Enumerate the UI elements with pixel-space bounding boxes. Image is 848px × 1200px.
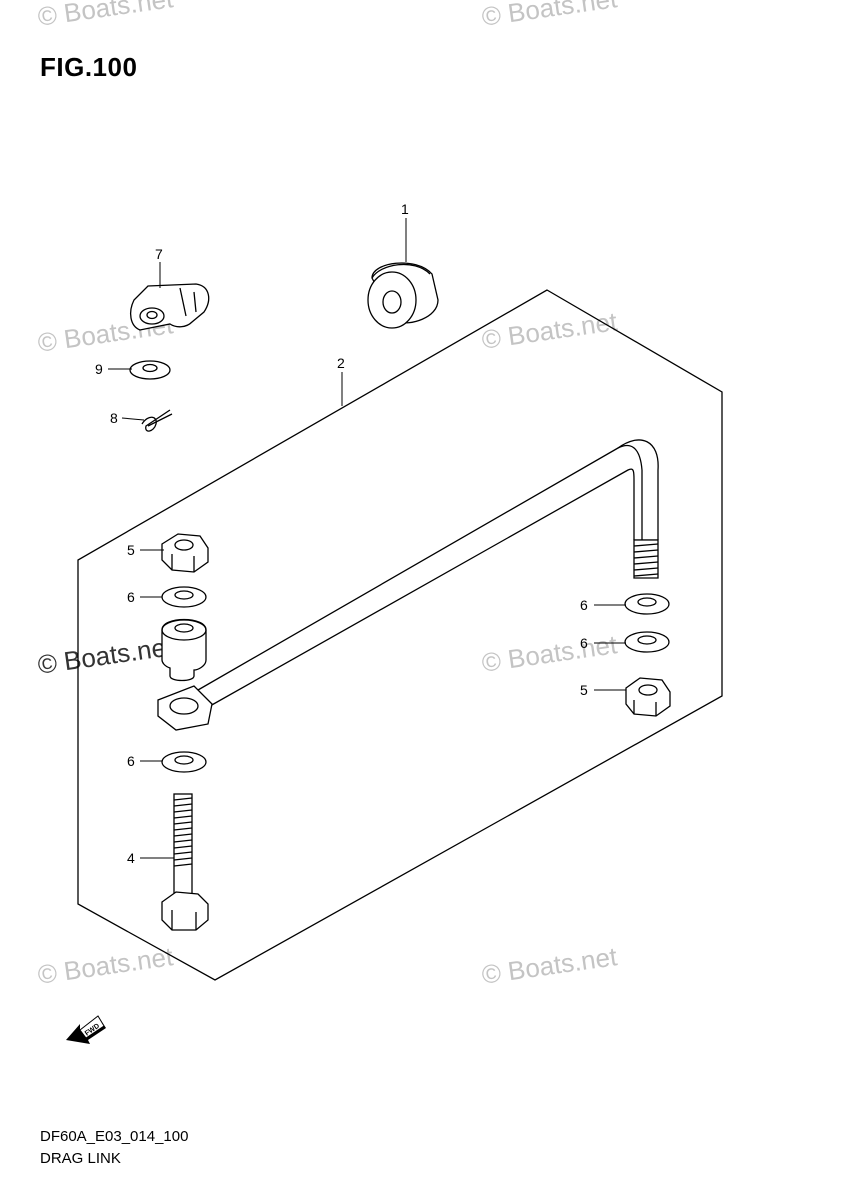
spacer [161,618,207,682]
diagram-name: DRAG LINK [40,1150,121,1167]
part-8-cotter-pin [141,409,173,432]
group-outline [77,289,723,981]
part-7-connector [129,283,210,331]
part-5-nut-right [625,677,671,717]
callout-6b: 6 [580,597,588,613]
callout-9: 9 [95,361,103,377]
callout-5b: 5 [580,682,588,698]
callout-7: 7 [155,246,163,262]
figure-title: FIG.100 [40,52,138,82]
callout-8: 8 [110,410,118,426]
callout-6c: 6 [127,753,135,769]
leader-8 [121,417,145,421]
part-6-washer-right-upper [624,593,670,615]
callout-4: 4 [127,850,135,866]
fwd-arrow-icon: FWD [66,1015,106,1044]
part-4-bolt [161,793,209,931]
callout-5a: 5 [127,542,135,558]
callout-1: 1 [401,201,409,217]
part-6-washer-right-lower [624,631,670,653]
callout-6a: 6 [127,589,135,605]
callout-2: 2 [337,355,345,371]
part-6-washer-left-lower [161,751,207,773]
drag-link-rod [157,439,659,731]
part-6-washer-left-upper [161,586,207,608]
diagram-code: DF60A_E03_014_100 [40,1128,189,1145]
part-9-washer [129,360,171,380]
part-1-bushing [367,262,439,329]
part-5-nut-upper [161,533,209,573]
callout-6d: 6 [580,635,588,651]
